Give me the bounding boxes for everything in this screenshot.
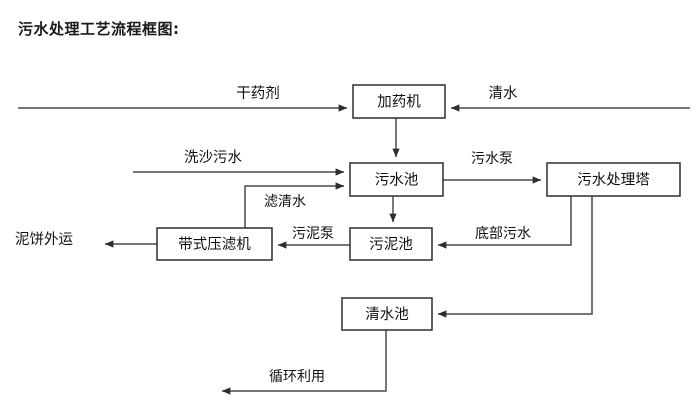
- edge-label-recycle-reuse: 循环利用: [269, 369, 325, 385]
- node-label-sewage-pool: 污水池: [375, 172, 419, 189]
- terminal-label-sand-wash-water: 洗沙污水: [184, 149, 242, 166]
- node-dosing-machine[interactable]: 加药机: [352, 84, 446, 119]
- node-treatment-tower[interactable]: 污水处理塔: [546, 162, 681, 197]
- terminal-label-layer: 干药剂 清水 洗沙污水 泥饼外运: [15, 85, 518, 248]
- node-belt-filter-press[interactable]: 带式压滤机: [156, 227, 273, 261]
- node-box-sewage-pool[interactable]: [349, 162, 444, 197]
- node-box-clear-water-pool[interactable]: [341, 297, 433, 331]
- edge-treatment-tower-to-clear-water-pool: [437, 196, 593, 318]
- edge-label-layer: 滤清水 污水泵 污泥泵 底部污水 循环利用: [264, 151, 531, 385]
- edge-label-filtered-water: 滤清水: [264, 194, 306, 210]
- terminal-label-mud-cake-out: 泥饼外运: [15, 231, 73, 248]
- edge-label-sludge-pump: 污泥泵: [292, 226, 334, 242]
- node-clear-water-pool[interactable]: 清水池: [341, 297, 433, 331]
- node-sludge-pool[interactable]: 污泥池: [349, 227, 433, 261]
- node-label-sludge-pool: 污泥池: [369, 236, 413, 253]
- page-title: 污水处理工艺流程框图:: [18, 20, 180, 38]
- node-box-dosing-machine[interactable]: [352, 84, 446, 119]
- edge-layer: [18, 104, 690, 395]
- edge-clear-water-pool-to-recycle: [221, 330, 387, 395]
- node-sewage-pool[interactable]: 污水池: [349, 162, 444, 197]
- edge-filtered-water-to-sewage-pool: [244, 182, 345, 228]
- edge-treatment-tower-to-sludge-pool: [437, 196, 572, 249]
- node-label-clear-water-pool: 清水池: [365, 306, 409, 323]
- node-label-dosing-machine: 加药机: [377, 94, 421, 111]
- node-layer: 加药机 污水池 污水处理塔 带式压滤机 污泥池 清水池: [156, 84, 681, 331]
- terminal-label-clean-water: 清水: [489, 85, 518, 102]
- node-label-belt-filter-press: 带式压滤机: [178, 236, 251, 253]
- node-box-sludge-pool[interactable]: [349, 227, 433, 261]
- node-box-belt-filter-press[interactable]: [156, 227, 273, 261]
- edge-label-bottom-sewage: 底部污水: [475, 226, 531, 242]
- terminal-label-dry-chemical: 干药剂: [236, 85, 280, 102]
- node-label-treatment-tower: 污水处理塔: [577, 172, 650, 189]
- node-box-treatment-tower[interactable]: [546, 162, 681, 197]
- edge-label-sewage-pump: 污水泵: [471, 151, 513, 167]
